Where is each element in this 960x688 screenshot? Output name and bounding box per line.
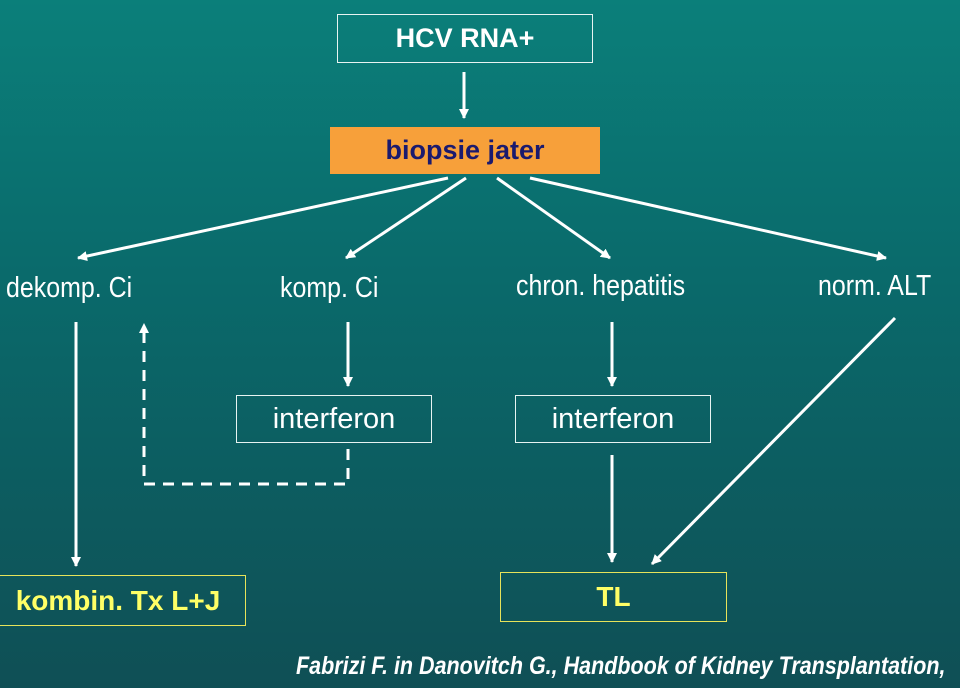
arrow-biopsy-to-dekomp (77, 176, 449, 261)
arrow-biopsy-to-normalt (529, 176, 887, 261)
arrow-normalt-to-tl (650, 316, 897, 566)
decompensated-cirrhosis-label: dekomp. Ci (6, 272, 133, 304)
transplant-node: TL (500, 572, 727, 622)
chronic-hepatitis-label: chron. hepatitis (516, 270, 686, 302)
interferon-node-2: interferon (515, 395, 711, 443)
dashed-feedback-arrow (139, 323, 350, 486)
compensated-cirrhosis-label: komp. Ci (280, 272, 379, 304)
combination-therapy-node: kombin. Tx L+J (0, 575, 246, 626)
citation: Fabrizi F. in Danovitch G., Handbook of … (296, 652, 946, 680)
arrow-biopsy-to-chron (496, 176, 611, 260)
normal-alt-label: norm. ALT (818, 270, 932, 302)
arrow-biopsy-to-komp (345, 176, 467, 260)
hcv-rna-node: HCV RNA+ (337, 14, 593, 63)
interferon-node-1: interferon (236, 395, 432, 443)
biopsy-node: biopsie jater (330, 127, 600, 174)
